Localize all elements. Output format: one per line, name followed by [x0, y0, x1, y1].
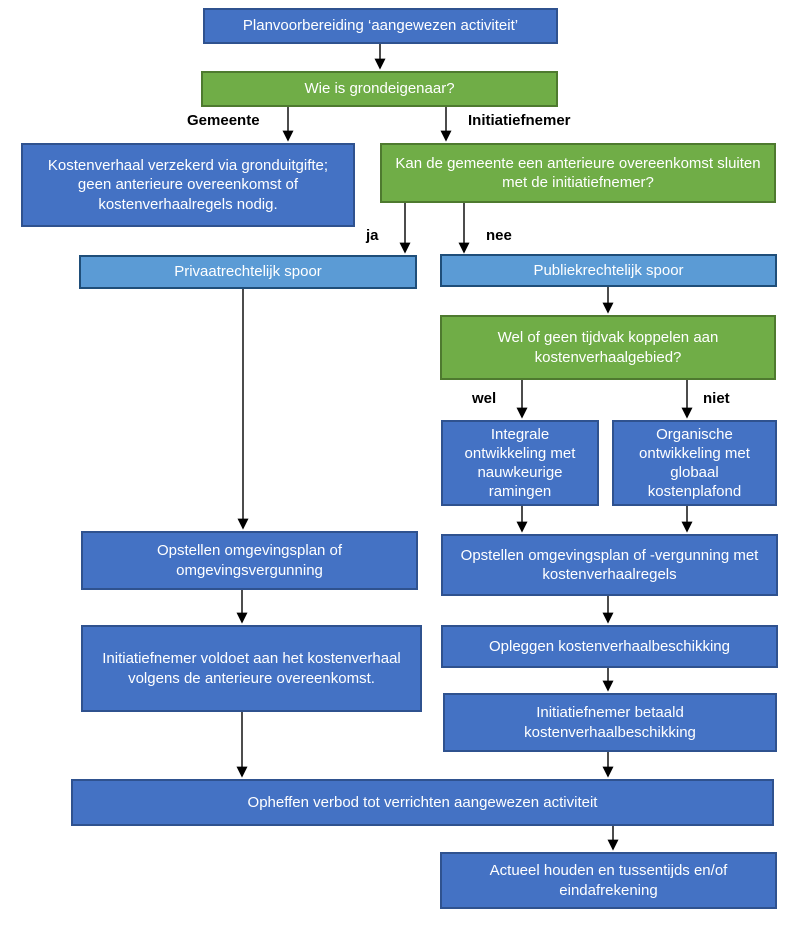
- node-opleggen-beschikking: Opleggen kostenverhaalbeschikking: [441, 625, 778, 668]
- edge-label-wel: wel: [472, 390, 497, 407]
- node-opstellen-omgevingsplan-rechts: Opstellen omgevingsplan of -vergunning m…: [441, 534, 778, 596]
- node-actueel-houden: Actueel houden en tussentijds en/of eind…: [440, 852, 777, 909]
- node-publiekrechtelijk-spoor: Publiekrechtelijk spoor: [440, 254, 777, 287]
- node-planvoorbereiding: Planvoorbereiding ‘aangewezen activiteit…: [203, 8, 558, 44]
- node-kostenverhaal-verzekerd: Kostenverhaal verzekerd via gronduitgift…: [21, 143, 355, 227]
- edge-label-niet: niet: [703, 390, 730, 407]
- node-initiatiefnemer-betaald: Initiatiefnemer betaald kostenverhaalbes…: [443, 693, 777, 752]
- node-privaatrechtelijk-spoor: Privaatrechtelijk spoor: [79, 255, 417, 289]
- node-tijdvak-vraag: Wel of geen tijdvak koppelen aan kostenv…: [440, 315, 776, 380]
- edge-label-nee: nee: [486, 227, 512, 244]
- node-opheffen-verbod: Opheffen verbod tot verrichten aangeweze…: [71, 779, 774, 826]
- node-wie-is-grondeigenaar: Wie is grondeigenaar?: [201, 71, 558, 107]
- node-anterieure-overeenkomst-vraag: Kan de gemeente een anterieure overeenko…: [380, 143, 776, 203]
- edge-label-ja: ja: [366, 227, 379, 244]
- node-integrale-ontwikkeling: Integrale ontwikkeling met nauwkeurige r…: [441, 420, 599, 506]
- node-opstellen-omgevingsplan-links: Opstellen omgevingsplan of omgevingsverg…: [81, 531, 418, 590]
- edge-label-gemeente: Gemeente: [187, 112, 260, 129]
- node-initiatiefnemer-voldoet: Initiatiefnemer voldoet aan het kostenve…: [81, 625, 422, 712]
- node-organische-ontwikkeling: Organische ontwikkeling met globaal kost…: [612, 420, 777, 506]
- edge-label-initiatiefnemer: Initiatiefnemer: [468, 112, 571, 129]
